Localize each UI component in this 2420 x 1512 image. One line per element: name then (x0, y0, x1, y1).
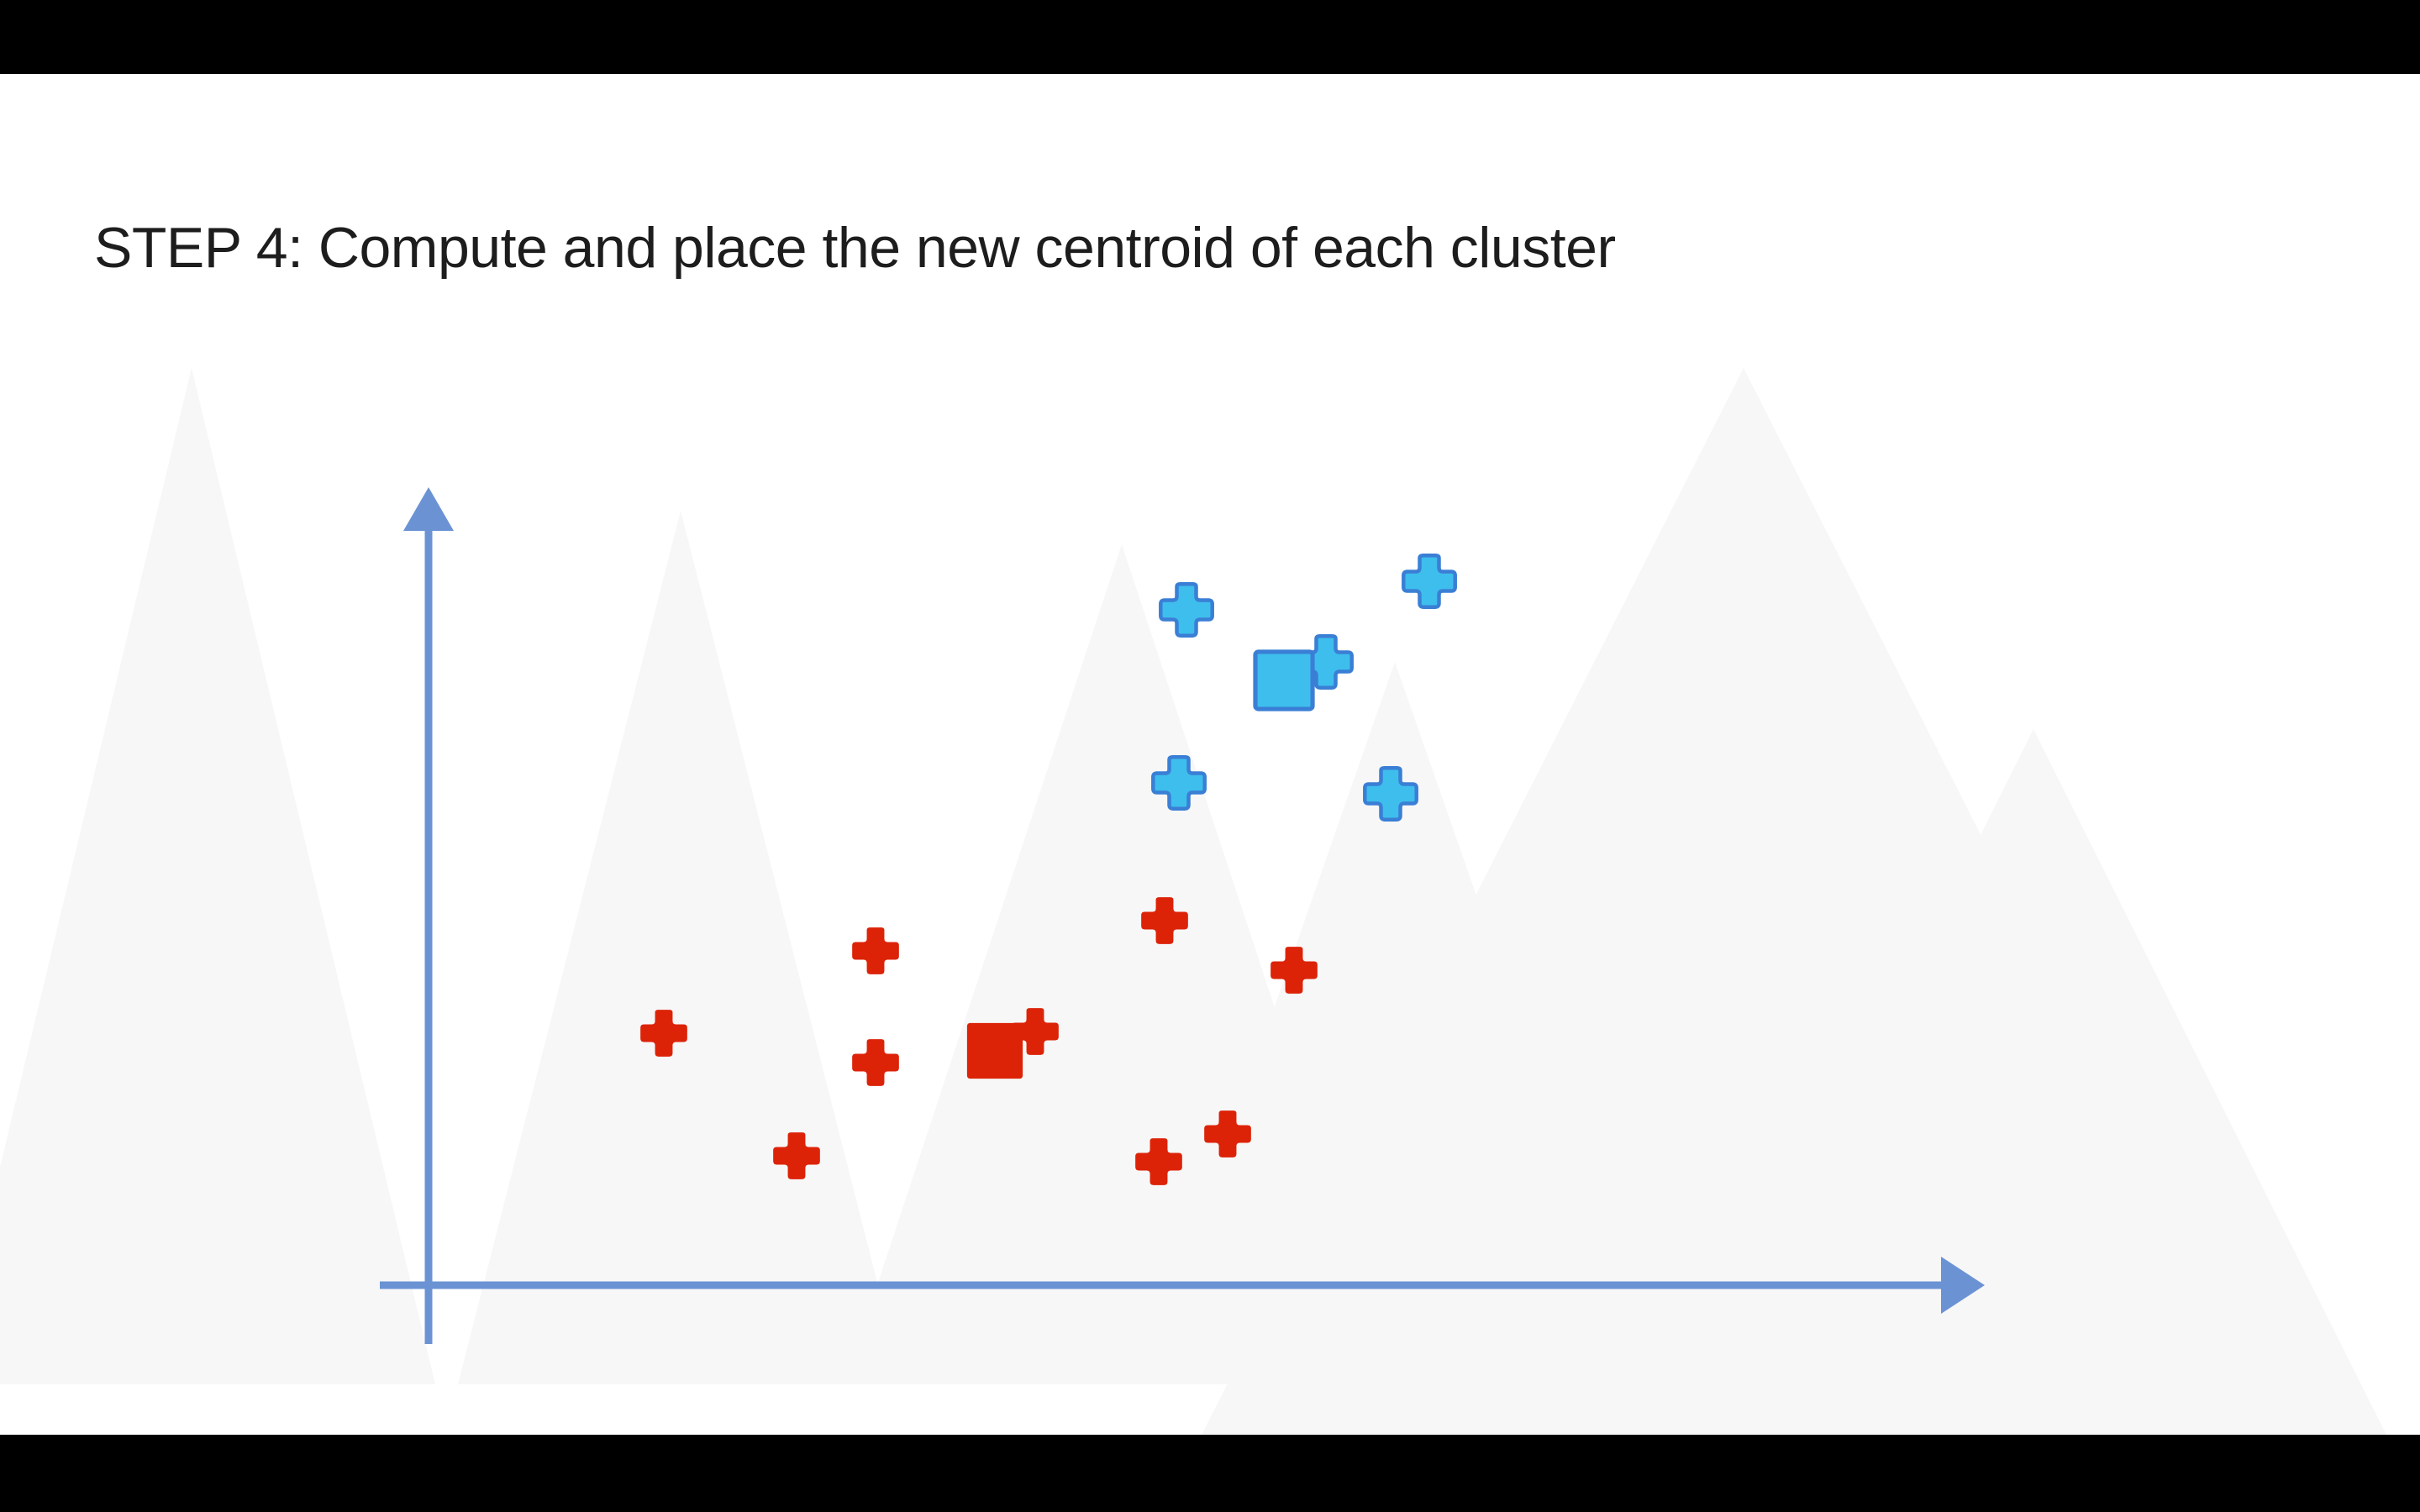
centroid-square (965, 1021, 1025, 1081)
data-point-cross (1159, 582, 1214, 638)
data-point-cross (1203, 1110, 1252, 1158)
page-title: STEP 4: Compute and place the new centro… (94, 216, 1616, 280)
slide-canvas: STEP 4: Compute and place the new centro… (0, 74, 2420, 1435)
letterbox-top (0, 0, 2420, 74)
data-point-cross (1270, 946, 1318, 995)
y-axis-arrowhead (403, 487, 454, 531)
data-point-cross (639, 1009, 688, 1058)
x-axis-arrowhead (1941, 1257, 1985, 1314)
data-point-cross (1402, 554, 1457, 609)
data-point-cross (772, 1131, 821, 1180)
data-point-cross (1363, 766, 1418, 822)
data-point-cross (851, 927, 900, 975)
data-point-cross (851, 1038, 900, 1087)
data-point-cross (1151, 755, 1207, 811)
data-point-cross (1134, 1137, 1183, 1186)
data-point-cross (1140, 896, 1189, 945)
letterbox-bottom (0, 1435, 2420, 1512)
centroid-square (1253, 649, 1315, 711)
